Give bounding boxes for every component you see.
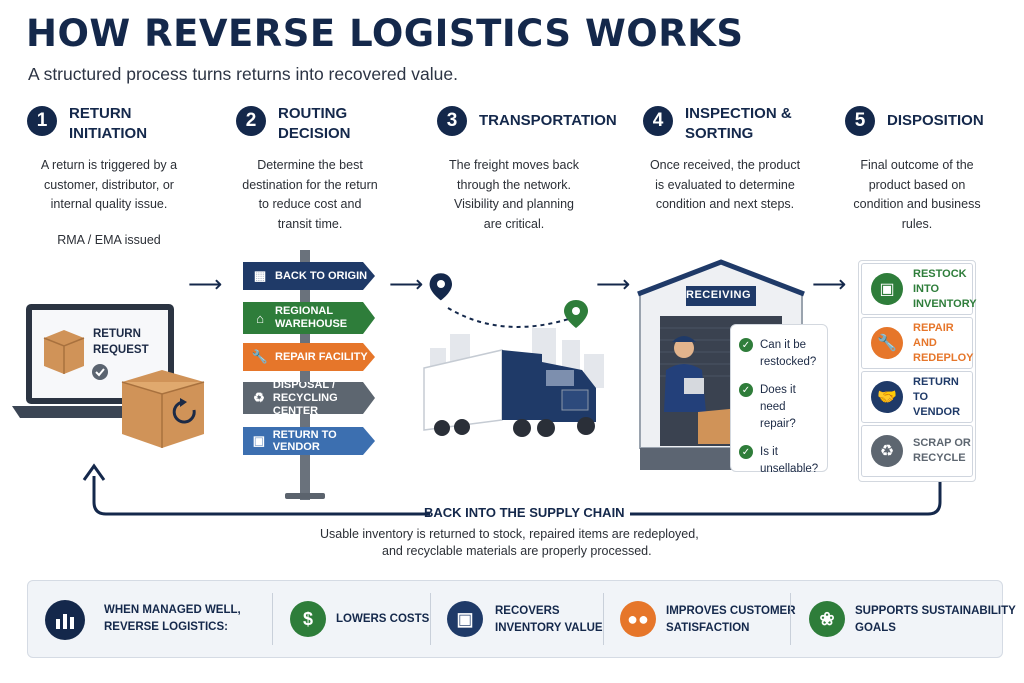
sign-repair-facility: 🔧REPAIR FACILITY <box>243 343 375 371</box>
banner-divider <box>790 593 791 645</box>
receiving-sign <box>686 286 756 306</box>
loop-line-1: Usable inventory is returned to stock, r… <box>320 527 699 541</box>
step-3-title: TRANSPORTATION <box>479 112 617 129</box>
laptop-illustration <box>12 304 205 448</box>
leaf-icon: ❀ <box>809 601 845 637</box>
benefit-lowers-costs: LOWERS COSTS <box>336 613 430 625</box>
sign-back-to-origin: ▦BACK TO ORIGIN <box>243 262 375 290</box>
loop-line-2: and recyclable materials are properly pr… <box>382 544 652 558</box>
benefit-recovers-inventory: RECOVERS INVENTORY VALUE <box>495 605 603 634</box>
house-icon: ⌂ <box>256 310 264 326</box>
step-2-description: Determine the best destination for the r… <box>242 158 378 231</box>
page-subtitle: A structured process turns returns into … <box>28 64 458 84</box>
truck-illustration <box>423 273 604 437</box>
step-1-number: 1 <box>27 106 57 136</box>
disposition-restock: ▣ RESTOCK INTO INVENTORY <box>861 263 977 315</box>
wrench-icon: 🔧 <box>871 327 903 359</box>
check-item-repair: ✓Does it need repair? <box>739 382 819 433</box>
check-item-restocked: ✓Can it be restocked? <box>739 337 819 371</box>
step-1-description: A return is triggered by a customer, dis… <box>40 158 178 211</box>
step-4-title: INSPECTION & SORTING <box>685 105 792 142</box>
check-icon: ✓ <box>739 338 753 352</box>
step-5-title: DISPOSITION <box>887 112 984 129</box>
recycle-icon: ♻ <box>871 435 903 467</box>
check-item-unsellable: ✓Is it unsellable? <box>739 444 819 478</box>
receiving-sign-label: RECEIVING <box>686 289 752 301</box>
return-box-icon <box>121 370 205 448</box>
flow-arrow-2-icon: ⟶ <box>389 271 424 298</box>
step-3-header: 3 TRANSPORTATION <box>437 106 617 136</box>
disposition-return-vendor: 🤝 RETURN TO VENDOR <box>861 371 973 423</box>
step-5-number: 5 <box>845 106 875 136</box>
signpost-pole <box>300 250 310 500</box>
box-icon <box>43 330 85 374</box>
banner-divider <box>272 593 273 645</box>
sign-regional-warehouse: ⌂REGIONAL WAREHOUSE <box>243 302 375 334</box>
handshake-icon: 🤝 <box>871 381 903 413</box>
disposition-panel <box>858 260 976 482</box>
box-icon: ▣ <box>871 273 903 305</box>
box-icon: ▣ <box>447 601 483 637</box>
box-icon: ▣ <box>252 433 265 448</box>
signpost-base <box>285 493 325 499</box>
building-icon: ▦ <box>253 268 267 283</box>
banner-divider <box>430 593 431 645</box>
benefit-customer-satisfaction: IMPROVES CUSTOMER SATISFACTION <box>666 605 796 634</box>
people-icon: ●● <box>620 601 656 637</box>
loop-back-line <box>82 463 942 516</box>
banner-divider <box>603 593 604 645</box>
step-5-description: Final outcome of the product based on co… <box>853 158 981 231</box>
step-1-title: RETURN INITIATION <box>69 105 148 142</box>
step-4-description: Once received, the product is evaluated … <box>649 158 801 211</box>
inspection-checklist: ✓Can it be restocked? ✓Does it need repa… <box>730 324 828 475</box>
destination-pin-icon <box>564 300 588 328</box>
recycle-icon: ♻ <box>253 390 265 405</box>
check-icon <box>92 364 108 380</box>
disposition-repair: 🔧 REPAIR AND REDEPLOY <box>861 317 974 369</box>
sign-return-to-vendor: ▣RETURN TO VENDOR <box>243 427 375 455</box>
wrench-icon: 🔧 <box>251 349 269 364</box>
step-5-header: 5 DISPOSITION <box>845 106 984 136</box>
step-3-description: The freight moves back through the netwo… <box>449 158 579 231</box>
check-icon: ✓ <box>739 445 753 459</box>
flow-arrow-4-icon: ⟶ <box>812 271 847 298</box>
benefit-sustainability: SUPPORTS SUSTAINABILITY GOALS <box>855 605 1016 634</box>
return-request-label: RETURN REQUEST <box>93 328 149 356</box>
dollar-icon: $ <box>290 601 326 637</box>
step-1-note: RMA / EMA issued <box>57 233 161 247</box>
flow-arrow-1-icon: ⟶ <box>188 271 223 298</box>
worker-icon <box>664 336 706 412</box>
page-title: HOW REVERSE LOGISTICS WORKS <box>26 12 744 55</box>
loop-title: BACK INTO THE SUPPLY CHAIN <box>424 505 625 520</box>
disposition-scrap: ♻ SCRAP OR RECYCLE <box>861 425 973 477</box>
step-1-header: 1 RETURN INITIATION <box>27 105 148 144</box>
check-icon: ✓ <box>739 383 753 397</box>
bar-chart-icon <box>45 600 85 640</box>
loop-arrow-icon <box>82 463 106 481</box>
step-2-number: 2 <box>236 106 266 136</box>
banner-intro: WHEN MANAGED WELL, REVERSE LOGISTICS: <box>104 604 241 633</box>
sign-disposal-recycling: ♻DISPOSAL / RECYCLING CENTER <box>243 382 375 414</box>
step-4-header: 4 INSPECTION & SORTING <box>643 105 792 144</box>
step-2-header: 2 ROUTING DECISION <box>236 105 351 144</box>
flow-arrow-3-icon: ⟶ <box>596 271 631 298</box>
step-4-number: 4 <box>643 106 673 136</box>
step-3-number: 3 <box>437 106 467 136</box>
step-2-title: ROUTING DECISION <box>278 105 351 142</box>
location-pin-icon <box>429 273 452 301</box>
